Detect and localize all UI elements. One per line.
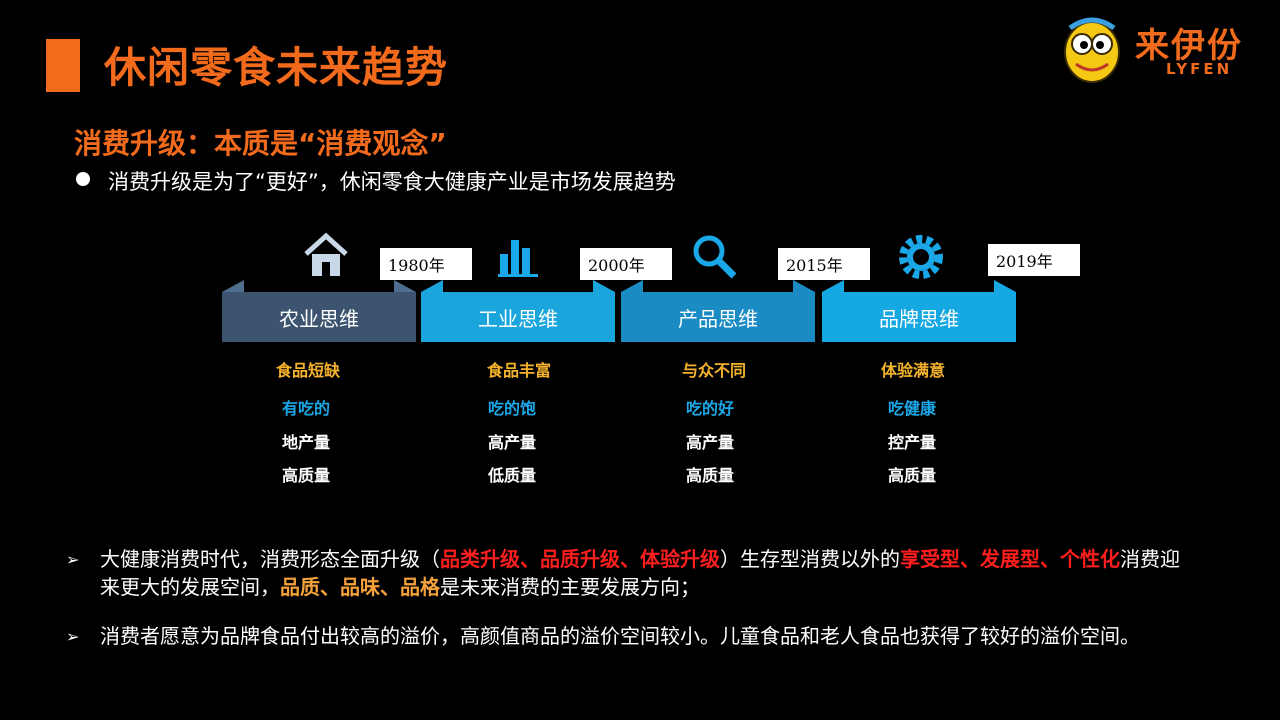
stage1-line1: 食品短缺: [275, 361, 340, 380]
magnifier-icon: [693, 235, 737, 279]
page-title: 休闲零食未来趋势: [104, 43, 449, 92]
para1-text-e: 消费迎来更大的发展空间，: [100, 547, 1180, 599]
year-label-2015: 2015年: [778, 248, 870, 280]
stage-brand: 品牌思维: [822, 292, 1016, 342]
arrow-bullet-icon: ➢: [66, 550, 80, 569]
para1-highlight-b: 品类升级、品质升级、体验升级: [440, 547, 720, 571]
stage2-line4: 低质量: [487, 466, 536, 485]
section-subtitle: 消费升级：本质是“消费观念”: [74, 127, 447, 160]
stage4-line2: 吃健康: [887, 399, 936, 418]
stage-product: 产品思维: [621, 292, 815, 342]
stage-industry: 工业思维: [421, 292, 615, 342]
stage4-line4: 高质量: [887, 466, 936, 485]
paragraph-2: 消费者愿意为品牌食品付出较高的溢价，高颜值商品的溢价空间较小。儿童食品和老人食品…: [100, 624, 1140, 648]
bullet-text: 消费升级是为了“更好”，休闲零食大健康产业是市场发展趋势: [108, 170, 676, 194]
stage2-line2: 吃的饱: [487, 399, 536, 418]
stage2-line3: 高产量: [487, 433, 536, 452]
stage2-line1: 食品丰富: [486, 361, 551, 380]
logo-name: 来伊份: [1135, 26, 1243, 66]
stage1-line4: 高质量: [281, 466, 330, 485]
gear-icon: [899, 235, 943, 279]
paragraph-1: 大健康消费时代，消费形态全面升级（品类升级、品质升级、体验升级）生存型消费以外的…: [100, 545, 1180, 601]
timeline-connectors: [222, 280, 1016, 292]
bar-chart-icon: [498, 240, 538, 277]
logo-sub: LYFEN: [1166, 60, 1233, 78]
arrow-bullet-icon: ➢: [66, 627, 80, 646]
para1-text-a: 大健康消费时代，消费形态全面升级（: [100, 547, 440, 571]
para1-text-c: ）生存型消费以外的: [720, 547, 900, 571]
year-label-2000: 2000年: [580, 248, 672, 280]
stage4-line3: 控产量: [887, 433, 936, 452]
stage3-line4: 高质量: [685, 466, 734, 485]
stage4-line1: 体验满意: [880, 361, 945, 380]
stage3-line3: 高产量: [685, 433, 734, 452]
year-label-1980: 1980年: [380, 248, 472, 280]
para1-highlight-f: 品质、品味、品格: [280, 575, 440, 599]
title-accent-bar: [46, 39, 80, 92]
mascot-logo-icon: [1064, 17, 1120, 83]
stage3-line1: 与众不同: [681, 361, 746, 380]
bullet-dot: [76, 172, 90, 186]
stage1-line3: 地产量: [281, 433, 330, 452]
year-label-2019: 2019年: [988, 244, 1080, 276]
stage1-line2: 有吃的: [281, 399, 330, 418]
stage-agriculture: 农业思维: [222, 292, 416, 342]
house-icon: [304, 232, 348, 276]
para1-highlight-d: 享受型、发展型、个性化: [900, 547, 1120, 571]
stage3-line2: 吃的好: [685, 399, 734, 418]
para1-text-g: 是未来消费的主要发展方向；: [440, 575, 700, 599]
